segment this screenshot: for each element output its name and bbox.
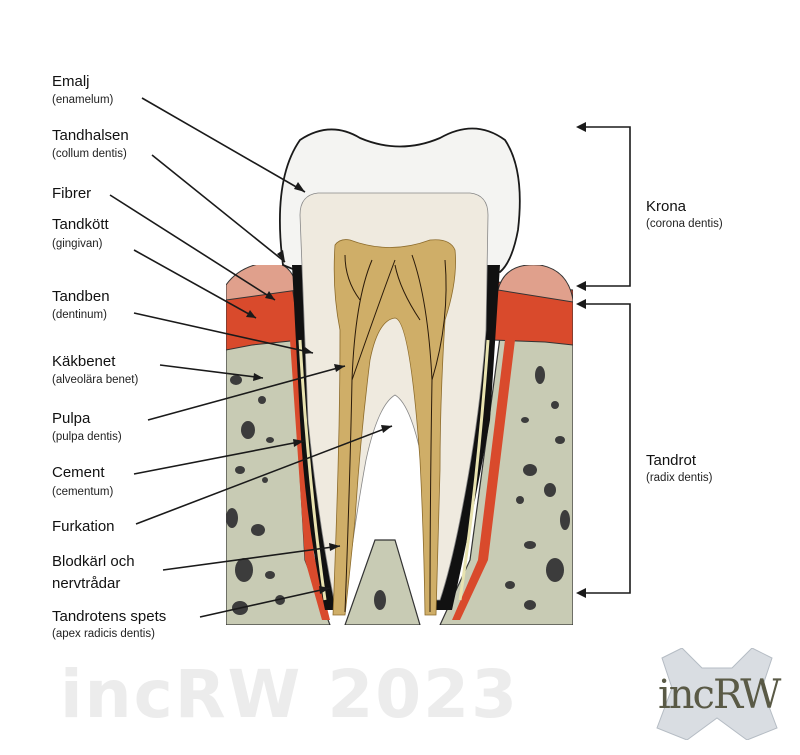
label-tandkott: Tandkött [52, 216, 109, 233]
logo-text: incRW [658, 672, 781, 718]
label-tandhalsen: Tandhalsen [52, 127, 129, 144]
crown-bracket [580, 126, 631, 287]
label-pulpa-latin: (pulpa dentis) [52, 431, 122, 443]
label-pulpa: Pulpa [52, 410, 91, 427]
label-tandkott-latin: (gingivan) [52, 238, 103, 250]
tooth [279, 127, 521, 616]
label-cement: Cement [52, 464, 105, 481]
label-furkation: Furkation [52, 518, 115, 535]
label-tandben-latin: (dentinum) [52, 309, 107, 321]
leader-lines [109, 97, 393, 618]
label-tandhalsen-latin: (collum dentis) [52, 148, 127, 160]
label-emalj: Emalj [52, 73, 90, 90]
label-tandben: Tandben [52, 288, 110, 305]
label-tandrot: Tandrot [646, 452, 697, 469]
watermark-text: incRW 2023 [60, 656, 520, 733]
leader-arrowheads [246, 182, 392, 594]
label-tandrotens-spets: Tandrotens spets [52, 608, 167, 625]
label-tandrotens-spets-latin: (apex radicis dentis) [52, 628, 155, 640]
label-tandrot-latin: (radix dentis) [646, 472, 713, 484]
label-emalj-latin: (enamelum) [52, 94, 114, 106]
label-blodkarl: Blodkärl och [52, 553, 135, 570]
logo-icon [656, 648, 778, 740]
label-cement-latin: (cementum) [52, 486, 114, 498]
label-blodkarl-line2: nervtrådar [52, 575, 121, 592]
label-kakbenet-latin: (alveolära benet) [52, 374, 139, 386]
label-kakbenet: Käkbenet [52, 353, 116, 370]
label-krona-latin: (corona dentis) [646, 218, 723, 230]
bracket-arrowheads [576, 122, 586, 598]
label-krona: Krona [646, 198, 687, 215]
label-fibrer: Fibrer [52, 185, 92, 202]
root-bracket [580, 303, 631, 594]
jaw-bone [226, 265, 573, 625]
